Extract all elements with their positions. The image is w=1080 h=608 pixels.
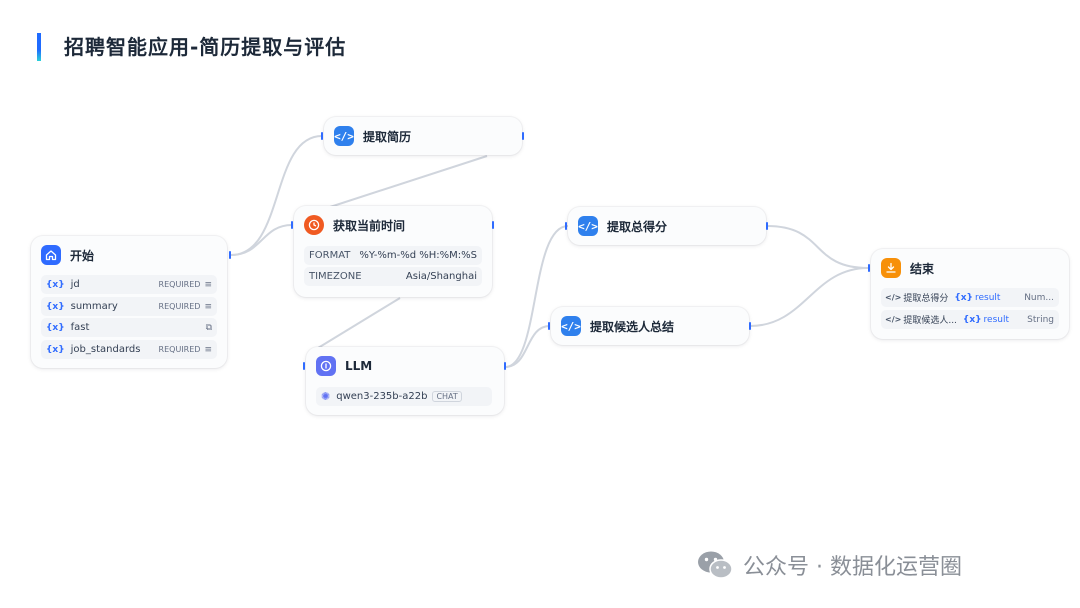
extract-score-title: 提取总得分 [607, 219, 668, 234]
edge-llm-to-extract-score [504, 225, 569, 368]
extract-summary-input-handle[interactable] [548, 322, 550, 330]
start-var-row: {x} summary REQUIRED ≡ [41, 297, 217, 316]
llm-node[interactable]: LLM ✺ qwen3-235b-a22b CHAT [306, 347, 504, 415]
output-type: String [1027, 314, 1054, 325]
get-time-node[interactable]: 获取当前时间 FORMAT %Y-%m-%d %H:%M:%S TIMEZONE… [294, 206, 492, 297]
chat-mode-badge: CHAT [432, 391, 462, 402]
start-var-row: {x} jd REQUIRED ≡ [41, 275, 217, 294]
clock-icon [304, 215, 324, 235]
model-provider-icon: ✺ [321, 390, 331, 403]
end-input-handle[interactable] [868, 264, 870, 272]
llm-input-handle[interactable] [303, 362, 305, 370]
required-badge: REQUIRED [158, 280, 201, 289]
watermark-text: 公众号 · 数据化运营圈 [743, 555, 962, 580]
param-value: Asia/Shanghai [405, 271, 477, 282]
code-icon: </> [885, 293, 902, 302]
edge-llm-to-extract-summary [504, 325, 551, 368]
code-icon: </> [334, 126, 354, 146]
end-output-row: </> 提取候选人... {x} result String [881, 310, 1059, 329]
output-source: 提取候选人... [903, 316, 957, 326]
end-node[interactable]: 结束 </> 提取总得分 {x} result Num... </> 提取候选人… [871, 249, 1069, 339]
output-var: result [983, 314, 1010, 325]
output-type: Num... [1024, 292, 1054, 303]
start-var-name: jd [70, 279, 80, 290]
extract-resume-node[interactable]: </> 提取简历 [324, 117, 522, 155]
end-icon [881, 258, 901, 278]
end-title: 结束 [910, 261, 935, 276]
end-output-row: </> 提取总得分 {x} result Num... [881, 288, 1059, 307]
extract-score-output-handle[interactable] [766, 222, 768, 230]
variable-icon: {x} [46, 322, 65, 333]
start-var-row: {x} job_standards REQUIRED ≡ [41, 340, 217, 359]
start-output-handle[interactable] [229, 251, 231, 259]
text-lines-icon: ≡ [204, 279, 212, 290]
page-title: 招聘智能应用-简历提取与评估 [64, 35, 347, 59]
edge-get-time-to-llm [317, 297, 401, 349]
param-key: TIMEZONE [309, 271, 362, 282]
extract-resume-input-handle[interactable] [321, 132, 323, 140]
wechat-icon [697, 550, 733, 580]
get-time-output-handle[interactable] [492, 221, 494, 229]
edge-extract-score-to-end [766, 225, 869, 269]
copy-icon: ⧉ [205, 322, 212, 333]
variable-icon: {x} [46, 344, 65, 355]
required-badge: REQUIRED [158, 302, 201, 311]
llm-output-handle[interactable] [504, 362, 506, 370]
extract-summary-title: 提取候选人总结 [590, 319, 675, 334]
code-icon: </> [561, 316, 581, 336]
llm-title: LLM [345, 359, 373, 373]
extract-resume-output-handle[interactable] [522, 132, 524, 140]
home-icon [41, 245, 61, 265]
extract-resume-title: 提取简历 [363, 129, 412, 144]
get-time-param-row: FORMAT %Y-%m-%d %H:%M:%S [304, 246, 482, 265]
text-lines-icon: ≡ [204, 301, 212, 312]
start-node[interactable]: 开始 {x} jd REQUIRED ≡ {x} summary REQUIRE… [31, 236, 227, 368]
extract-summary-output-handle[interactable] [749, 322, 751, 330]
wechat-watermark: 公众号 · 数据化运营圈 [697, 548, 962, 582]
edge-extract-summary-to-end [749, 267, 869, 327]
extract-score-node[interactable]: </> 提取总得分 [568, 207, 766, 245]
code-icon: </> [578, 216, 598, 236]
param-value: %Y-%m-%d %H:%M:%S [359, 250, 477, 261]
output-source: 提取总得分 [903, 294, 949, 304]
extract-score-input-handle[interactable] [565, 222, 567, 230]
llm-model-name: qwen3-235b-a22b [336, 391, 428, 402]
get-time-param-row: TIMEZONE Asia/Shanghai [304, 267, 482, 286]
title-accent-bar [37, 33, 41, 61]
get-time-title: 获取当前时间 [333, 218, 406, 233]
edge-start-to-get-time [230, 224, 293, 256]
text-lines-icon: ≡ [204, 344, 212, 355]
code-icon: </> [885, 315, 902, 324]
get-time-input-handle[interactable] [291, 221, 293, 229]
llm-model-row[interactable]: ✺ qwen3-235b-a22b CHAT [316, 387, 492, 406]
param-key: FORMAT [309, 250, 351, 261]
start-var-name: job_standards [70, 344, 141, 355]
start-node-title: 开始 [70, 248, 95, 263]
start-var-row: {x} fast ⧉ [41, 318, 217, 337]
llm-icon [316, 356, 336, 376]
output-var: result [974, 292, 1001, 303]
extract-summary-node[interactable]: </> 提取候选人总结 [551, 307, 749, 345]
start-var-name: summary [70, 301, 118, 312]
start-var-name: fast [70, 322, 90, 333]
variable-icon: {x} [962, 314, 982, 325]
edge-extract-resume-to-get-time [329, 155, 488, 208]
variable-icon: {x} [46, 279, 65, 290]
variable-icon: {x} [46, 301, 65, 312]
required-badge: REQUIRED [158, 345, 201, 354]
variable-icon: {x} [954, 292, 973, 303]
